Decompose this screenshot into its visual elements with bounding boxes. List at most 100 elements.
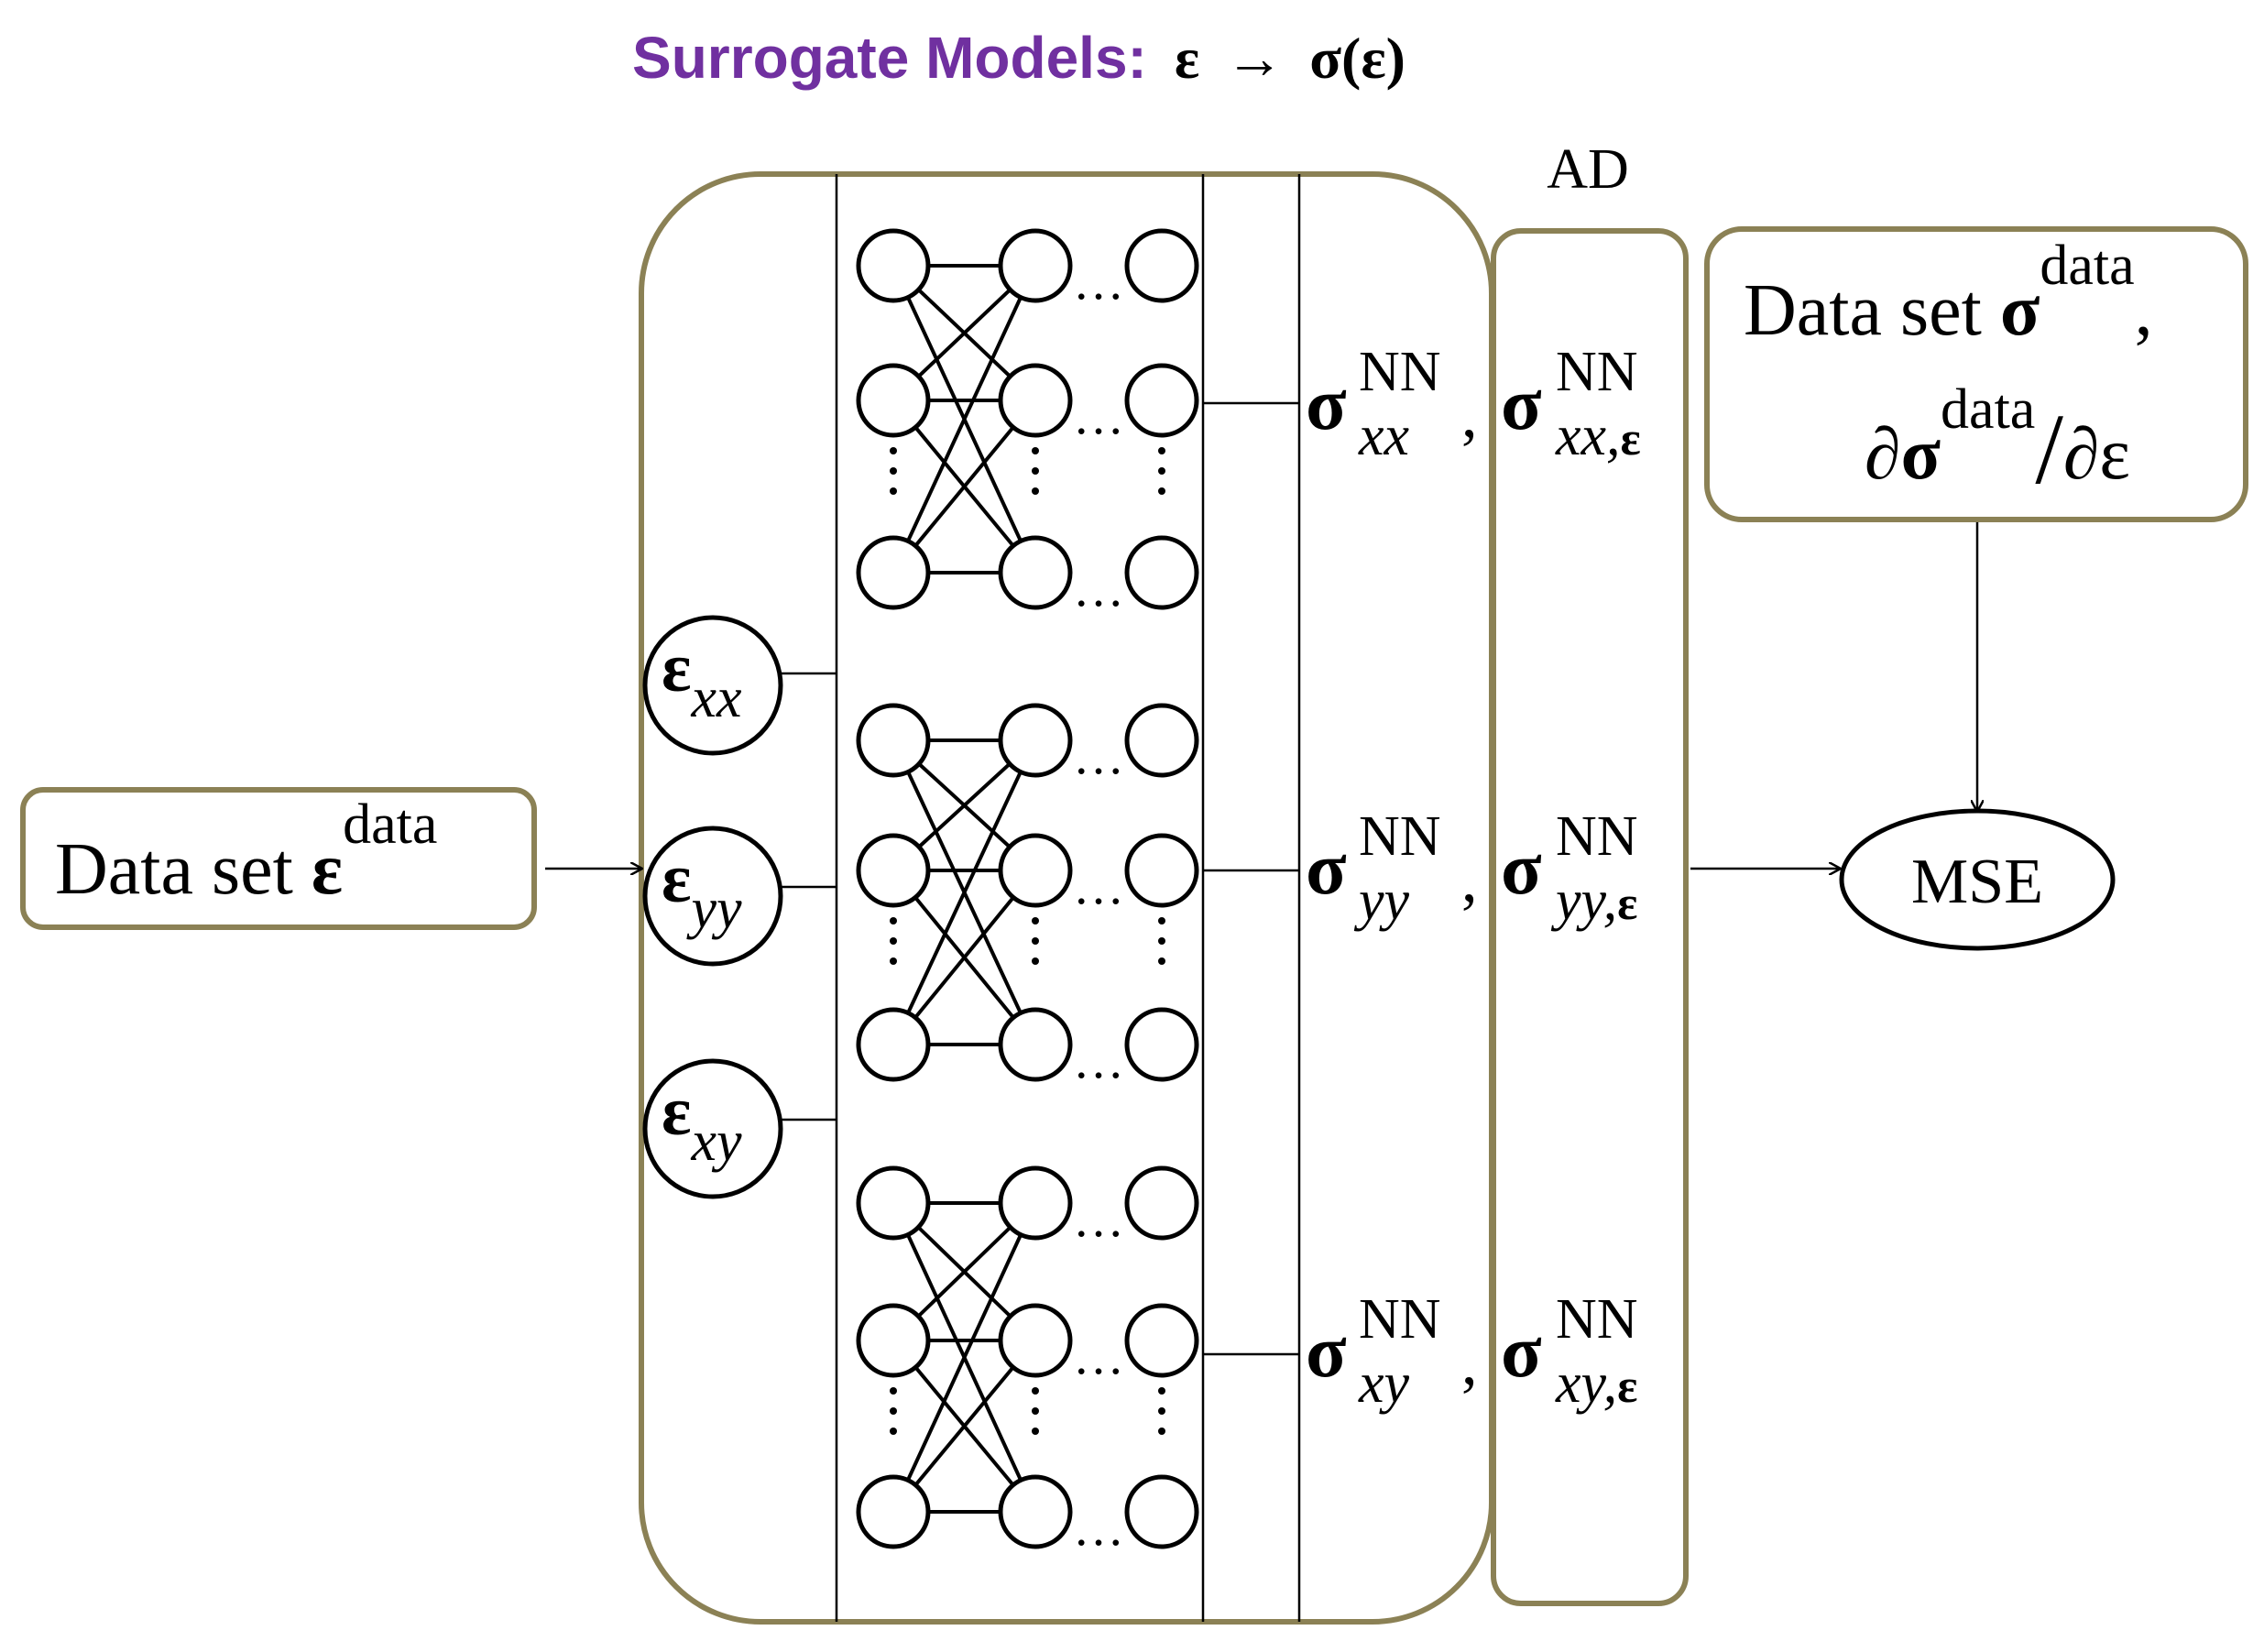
neural-network-2: … … … xyxy=(856,703,1299,1089)
nn-ellipsis: … xyxy=(1073,1033,1124,1089)
output-stress-sub: xx xyxy=(1358,405,1410,467)
nn-ellipsis: … xyxy=(1073,859,1124,915)
input-node-yy: εyy xyxy=(642,826,837,967)
output-gradient-sub: yy,ε xyxy=(1550,870,1637,932)
nn-vertical-dot xyxy=(1158,467,1165,475)
nn-vertical-dot xyxy=(890,937,897,945)
input-node-label: εyy xyxy=(662,840,742,940)
nn-ellipsis: … xyxy=(1073,561,1124,618)
nn-neuron xyxy=(998,1007,1073,1082)
output-stress-sup: NN xyxy=(1359,341,1441,403)
target-data-line2: ∂σdata/∂ε xyxy=(1865,378,2130,505)
nn-vertical-dot xyxy=(1032,917,1039,924)
nn-neuron xyxy=(998,1303,1073,1378)
nn-vertical-dot xyxy=(1158,447,1165,454)
nn-neuron xyxy=(1124,703,1199,778)
output-gradient-label: σ xyxy=(1501,826,1542,910)
mse-node xyxy=(1839,808,2116,951)
nn-vertical-dot xyxy=(1158,957,1165,965)
nn-vertical-dot xyxy=(1158,487,1165,495)
nn-neuron xyxy=(856,228,931,303)
nn-ellipsis: … xyxy=(1073,1500,1124,1557)
target-data-line1: Data set σdata, xyxy=(1744,235,2153,351)
output-gradient-label: σ xyxy=(1501,362,1542,445)
input-node-circle xyxy=(642,1058,783,1199)
nn-vertical-dot xyxy=(890,467,897,475)
output-comma: , xyxy=(1461,845,1478,915)
nn-neuron xyxy=(998,228,1073,303)
nn-vertical-dot xyxy=(1032,467,1039,475)
nn-vertical-dot xyxy=(1032,1428,1039,1435)
neural-network-1: … … … xyxy=(856,228,1299,618)
nn-vertical-dot xyxy=(890,447,897,454)
nn-neuron xyxy=(1124,1303,1199,1378)
nn-neuron xyxy=(856,1165,931,1241)
nn-vertical-dot xyxy=(1158,917,1165,924)
input-node-xy: εxy xyxy=(642,1058,837,1199)
nn-neuron xyxy=(856,1474,931,1549)
nn-vertical-dot xyxy=(890,1428,897,1435)
nn-neuron xyxy=(856,703,931,778)
nn-vertical-dot xyxy=(1032,487,1039,495)
nn-neuron xyxy=(856,1007,931,1082)
output-gradient-sup: NN xyxy=(1556,1288,1638,1351)
nn-vertical-dot xyxy=(1158,937,1165,945)
nn-vertical-dot xyxy=(890,1407,897,1415)
neural-networks: … … … … … … … … … xyxy=(856,228,1299,1557)
output-gradient-sub: xx,ε xyxy=(1555,405,1641,467)
output-stress-sub: yy xyxy=(1353,870,1410,932)
diagram-title: Surrogate Models: ε → σ(ε) xyxy=(632,25,1405,91)
nn-vertical-dot xyxy=(1158,1387,1165,1395)
nn-vertical-dot xyxy=(1032,1407,1039,1415)
nn-neuron xyxy=(998,363,1073,438)
nn-vertical-dot xyxy=(890,957,897,965)
input-node-label: εxy xyxy=(662,1073,742,1173)
nn-edge xyxy=(891,869,1037,1046)
nn-neuron xyxy=(1124,1007,1199,1082)
input-node-circle xyxy=(642,615,783,756)
input-nodes: εxx εyy εxy xyxy=(642,615,837,1199)
output-stress-sup: NN xyxy=(1359,805,1441,868)
nn-neuron xyxy=(856,535,931,610)
nn-ellipsis: … xyxy=(1073,1329,1124,1385)
nn-vertical-dot xyxy=(1032,937,1039,945)
nn-neuron xyxy=(1124,363,1199,438)
input-node-label: εxx xyxy=(662,629,742,729)
ad-box xyxy=(1491,228,1689,1606)
nn-neuron xyxy=(998,833,1073,908)
nn-neuron xyxy=(1124,833,1199,908)
nn-ellipsis: … xyxy=(1073,728,1124,785)
input-data-label: Data set εdata xyxy=(55,793,437,910)
nn-neuron xyxy=(856,833,931,908)
input-data-box xyxy=(20,787,537,930)
nn-edge xyxy=(891,265,1037,574)
mse-label: MSE xyxy=(1911,847,2043,917)
nn-ellipsis: … xyxy=(1073,388,1124,445)
nn-neuron xyxy=(998,1474,1073,1549)
nn-vertical-dot xyxy=(1032,447,1039,454)
nn-neuron xyxy=(1124,228,1199,303)
neural-network-3: … … … xyxy=(856,1165,1299,1557)
output-stress-sup: NN xyxy=(1359,1288,1441,1351)
nn-neuron xyxy=(1124,535,1199,610)
nn-edge xyxy=(891,739,1037,1045)
nn-ellipsis: … xyxy=(1073,1191,1124,1248)
nn-vertical-dot xyxy=(890,917,897,924)
output-gradient-sup: NN xyxy=(1556,805,1638,868)
nn-ellipsis: … xyxy=(1073,254,1124,311)
nn-neuron xyxy=(998,703,1073,778)
nn-neuron xyxy=(998,535,1073,610)
nn-vertical-dot xyxy=(1032,1387,1039,1395)
output-comma: , xyxy=(1461,380,1478,451)
nn-vertical-dot xyxy=(890,1387,897,1395)
nn-edge xyxy=(891,399,1037,574)
nn-neuron xyxy=(1124,1474,1199,1549)
nn-vertical-dot xyxy=(1158,1428,1165,1435)
nn-neuron xyxy=(856,363,931,438)
nn-neuron xyxy=(998,1165,1073,1241)
nn-edge xyxy=(891,1202,1037,1513)
